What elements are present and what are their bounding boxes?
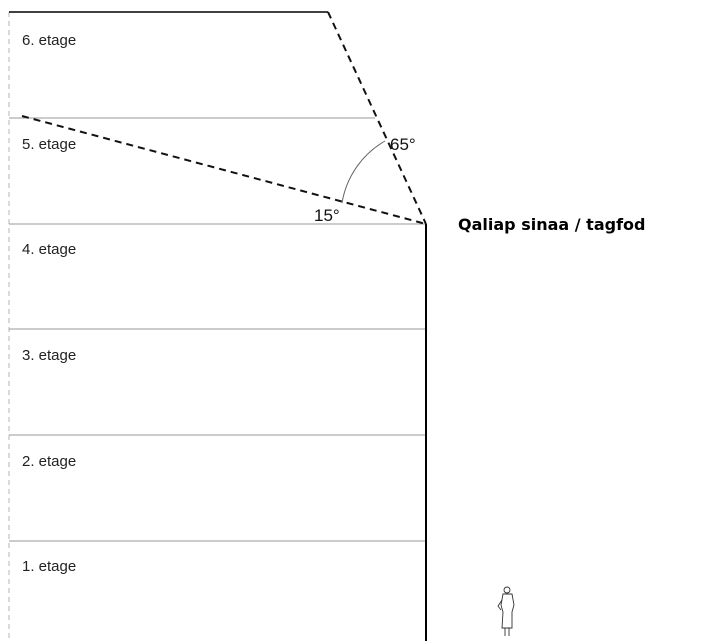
roof-edge-label: Qaliap sinaa / tagfod bbox=[458, 215, 645, 234]
shallow-angle-label: 15° bbox=[314, 206, 340, 225]
floor-label-3: 3. etage bbox=[22, 347, 76, 364]
floor-label-4: 4. etage bbox=[22, 241, 76, 258]
floor-label-5: 5. etage bbox=[22, 136, 76, 153]
angle-arc bbox=[341, 140, 386, 204]
floor-label-6: 6. etage bbox=[22, 32, 76, 49]
floor-label-1: 1. etage bbox=[22, 558, 76, 575]
person-silhouette-icon bbox=[497, 586, 515, 636]
steep-plane-dashed-line bbox=[327, 11, 427, 225]
floor-label-2: 2. etage bbox=[22, 453, 76, 470]
steep-angle-label: 65° bbox=[390, 135, 416, 154]
shallow-plane-dashed-line bbox=[21, 115, 427, 225]
